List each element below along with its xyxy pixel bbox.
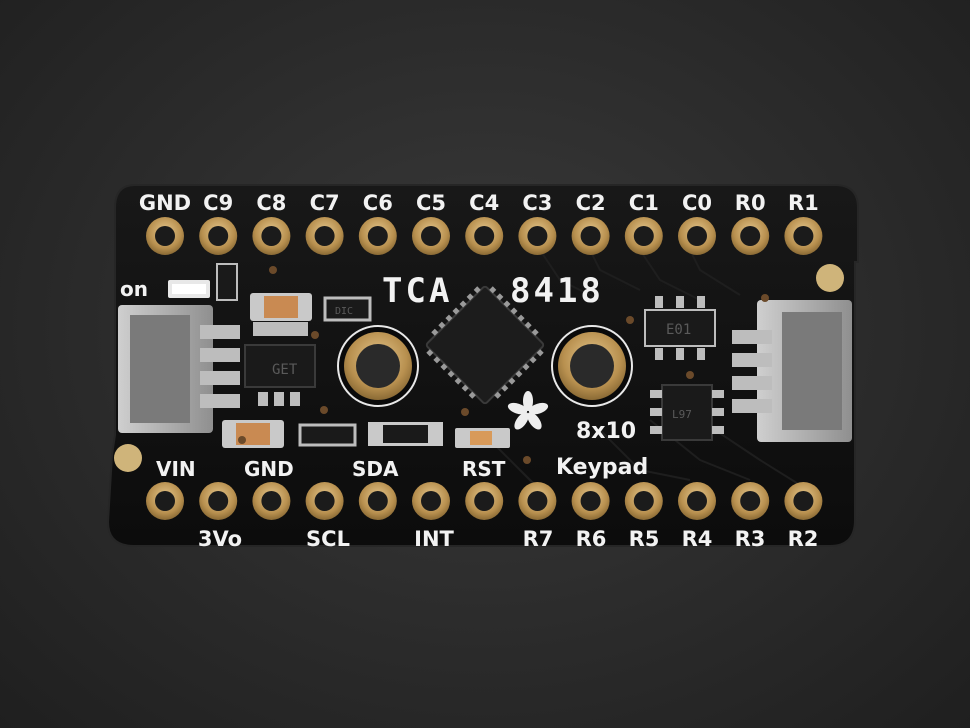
bottom-pad — [305, 482, 344, 520]
top-pin-label: C0 — [682, 191, 712, 215]
bottom-pin-label: R5 — [629, 527, 660, 551]
small-chip-marking: E01 — [666, 322, 691, 338]
top-pin-label: C1 — [629, 191, 659, 215]
bottom-pin-label: R6 — [576, 527, 607, 551]
power-led-label: on — [120, 277, 148, 301]
top-pin-labels: GND C9 C8 C7 C6 C5 C4 C3 C2 C1 C0 R0 R1 — [139, 191, 819, 215]
bottom-pad — [412, 482, 450, 520]
bottom-pin-label: R4 — [682, 527, 713, 551]
bottom-pad — [784, 482, 823, 520]
bottom-pad — [252, 482, 291, 520]
power-led — [168, 280, 210, 298]
top-pad — [305, 217, 344, 255]
top-pin-label: C5 — [416, 191, 446, 215]
bottom-pin-label: INT — [414, 527, 454, 551]
bottom-pad — [465, 482, 504, 520]
bottom-pad — [358, 482, 397, 520]
vias — [238, 266, 769, 464]
resistor-sda — [368, 422, 443, 446]
top-header-pads — [146, 217, 823, 255]
bottom-pin-label: 3Vo — [198, 527, 242, 551]
label-vin: VIN — [156, 457, 196, 481]
top-pin-label: C7 — [310, 191, 340, 215]
mounting-hole-right — [551, 325, 633, 407]
top-pin-label: C2 — [576, 191, 606, 215]
top-pad — [571, 217, 610, 255]
top-pad — [784, 217, 823, 255]
top-pin-label: R0 — [735, 191, 766, 215]
bottom-header-pads — [146, 482, 823, 520]
top-pad — [465, 217, 504, 255]
tca8418-chip — [425, 285, 545, 405]
bottom-pad — [731, 482, 770, 520]
bottom-pad — [518, 482, 557, 520]
top-pin-label: C8 — [256, 191, 286, 215]
adafruit-logo — [507, 391, 549, 430]
top-pin-label: GND — [139, 191, 191, 215]
subtitle-8x10: 8x10 — [576, 419, 636, 444]
top-pad — [518, 217, 557, 255]
board-title-8418: 8418 — [510, 271, 604, 311]
top-pad — [252, 217, 291, 255]
mounting-hole-left — [337, 325, 419, 407]
top-pad — [731, 217, 770, 255]
edge-pad-left — [114, 444, 142, 472]
bottom-pin-label: R3 — [735, 527, 766, 551]
regulator-marking: GET — [272, 362, 298, 378]
capacitor-bottom — [222, 420, 284, 448]
diode-bottom — [298, 423, 357, 447]
bottom-pad — [678, 482, 716, 520]
small-chip-bottom-right — [650, 384, 724, 441]
edge-pad-right — [816, 264, 844, 292]
capacitor-top — [250, 293, 312, 321]
small-chip2-marking: L97 — [672, 408, 692, 421]
bottom-pad — [199, 482, 238, 520]
bottom-pad — [146, 482, 184, 520]
top-pin-label: C4 — [469, 191, 499, 215]
capacitor-rst — [455, 428, 510, 448]
top-pad — [146, 217, 184, 255]
label-keypad: Keypad — [556, 455, 648, 480]
bottom-pin-label: R2 — [788, 527, 819, 551]
stemma-connector-left — [118, 305, 240, 433]
bottom-pin-label: R7 — [523, 527, 554, 551]
stemma-connector-right — [732, 300, 852, 442]
diode-left — [216, 263, 238, 301]
top-pad — [678, 217, 716, 255]
label-sda: SDA — [352, 457, 399, 481]
bottom-pin-label: SCL — [306, 527, 350, 551]
small-chip-top-right — [644, 296, 716, 360]
top-pad — [412, 217, 450, 255]
voltage-regulator — [244, 322, 316, 406]
diode-top — [323, 296, 372, 322]
top-pin-label: C6 — [363, 191, 393, 215]
top-pin-label: R1 — [788, 191, 819, 215]
label-gnd: GND — [244, 457, 294, 481]
top-pad — [624, 217, 663, 255]
board-title-tca: TCA — [382, 271, 452, 311]
bottom-pad — [624, 482, 663, 520]
top-pad — [199, 217, 238, 255]
top-pad — [358, 217, 397, 255]
bottom-pad — [571, 482, 610, 520]
top-pin-label: C3 — [522, 191, 552, 215]
bottom-pin-labels: 3Vo SCL INT R7 R6 R5 R4 R3 R2 — [198, 527, 818, 551]
diode-marking: DIC — [335, 306, 353, 317]
top-pin-label: C9 — [203, 191, 233, 215]
label-rst: RST — [462, 457, 506, 481]
